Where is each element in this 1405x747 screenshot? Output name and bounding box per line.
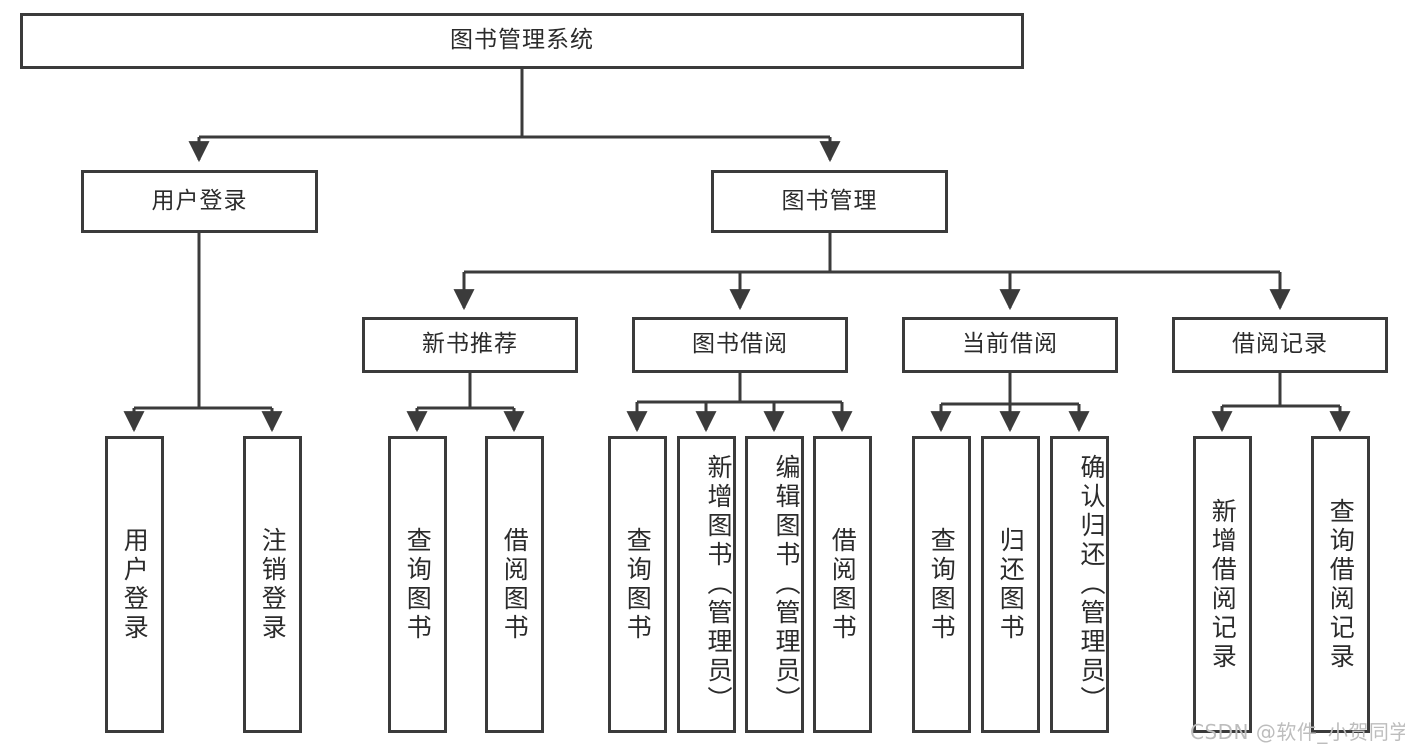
node-leaf-borrow-book-2[interactable]: 借阅图书 bbox=[813, 436, 872, 733]
node-leaf-add-borrow-record[interactable]: 新增借阅记录 bbox=[1193, 436, 1252, 733]
node-new-book-recommend[interactable]: 新书推荐 bbox=[362, 317, 578, 373]
node-book-borrow-label: 图书借阅 bbox=[692, 331, 788, 358]
node-leaf-return-book[interactable]: 归还图书 bbox=[981, 436, 1040, 733]
node-leaf-query-borrow-record[interactable]: 查询借阅记录 bbox=[1311, 436, 1370, 733]
node-root-label: 图书管理系统 bbox=[450, 27, 594, 54]
node-borrow-record[interactable]: 借阅记录 bbox=[1172, 317, 1388, 373]
node-borrow-record-label: 借阅记录 bbox=[1232, 331, 1328, 358]
node-book-manage[interactable]: 图书管理 bbox=[711, 170, 948, 233]
node-leaf-query-book-1-label: 查询图书 bbox=[403, 526, 433, 643]
node-leaf-confirm-return-admin[interactable]: 确认归还（管理员） bbox=[1050, 436, 1109, 733]
node-leaf-add-borrow-record-label: 新增借阅记录 bbox=[1208, 497, 1238, 672]
node-leaf-logout-login-label: 注销登录 bbox=[258, 526, 288, 643]
node-leaf-query-borrow-record-label: 查询借阅记录 bbox=[1326, 497, 1356, 672]
node-leaf-query-book-3[interactable]: 查询图书 bbox=[912, 436, 971, 733]
node-leaf-confirm-return-admin-label: 确认归还（管理员） bbox=[1077, 454, 1106, 715]
node-leaf-borrow-book-1-label: 借阅图书 bbox=[500, 526, 530, 643]
node-leaf-logout-login[interactable]: 注销登录 bbox=[243, 436, 302, 733]
node-user-login[interactable]: 用户登录 bbox=[81, 170, 318, 233]
node-current-borrow-label: 当前借阅 bbox=[962, 331, 1058, 358]
csdn-watermark: CSDN @软件_小贺同学 bbox=[1190, 720, 1405, 744]
node-leaf-edit-book-admin[interactable]: 编辑图书（管理员） bbox=[745, 436, 804, 733]
node-root[interactable]: 图书管理系统 bbox=[20, 13, 1024, 69]
node-leaf-borrow-book-1[interactable]: 借阅图书 bbox=[485, 436, 544, 733]
node-user-login-label: 用户登录 bbox=[151, 187, 248, 214]
node-leaf-query-book-1[interactable]: 查询图书 bbox=[388, 436, 447, 733]
node-book-manage-label: 图书管理 bbox=[781, 187, 878, 214]
node-book-borrow[interactable]: 图书借阅 bbox=[632, 317, 848, 373]
node-leaf-add-book-admin-label: 新增图书（管理员） bbox=[704, 454, 733, 715]
node-leaf-query-book-2[interactable]: 查询图书 bbox=[608, 436, 667, 733]
node-current-borrow[interactable]: 当前借阅 bbox=[902, 317, 1118, 373]
node-leaf-edit-book-admin-label: 编辑图书（管理员） bbox=[772, 454, 801, 715]
node-leaf-return-book-label: 归还图书 bbox=[996, 526, 1026, 643]
node-leaf-user-login-label: 用户登录 bbox=[120, 526, 150, 643]
node-leaf-user-login[interactable]: 用户登录 bbox=[105, 436, 164, 733]
node-leaf-query-book-3-label: 查询图书 bbox=[927, 526, 957, 643]
node-new-book-recommend-label: 新书推荐 bbox=[422, 331, 518, 358]
node-leaf-add-book-admin[interactable]: 新增图书（管理员） bbox=[677, 436, 736, 733]
node-leaf-borrow-book-2-label: 借阅图书 bbox=[828, 526, 858, 643]
node-leaf-query-book-2-label: 查询图书 bbox=[623, 526, 653, 643]
